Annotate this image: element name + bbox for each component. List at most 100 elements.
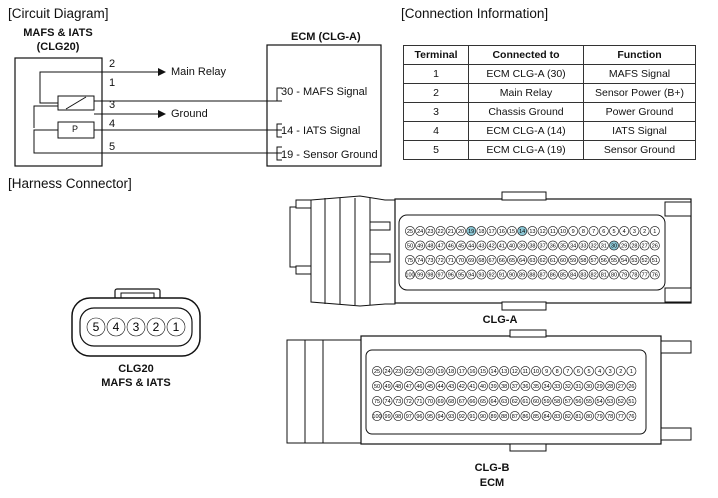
ecm-pin (639, 240, 650, 251)
ecm-pin (415, 226, 426, 236)
ecm-pin-14: 14 - IATS Signal (281, 125, 361, 137)
ecm-pin (541, 411, 552, 421)
ecm-pin-number: 26 (628, 384, 634, 390)
ecm-pin-number: 58 (580, 258, 586, 264)
ecm-pin-number: 8 (582, 229, 585, 235)
ecm-pin-number: 98 (395, 414, 401, 420)
clg20-pin-number: 5 (93, 320, 100, 334)
ecm-pin-number: 39 (491, 384, 497, 390)
ecm-pin-number: 59 (544, 399, 550, 405)
ecm-pin (558, 255, 568, 265)
ecm-pin-number: 83 (580, 272, 586, 278)
ecm-pin (509, 381, 520, 391)
ecm-pin (520, 396, 531, 406)
ecm-pin (629, 226, 640, 236)
ecm-pin (537, 240, 548, 251)
ecm-pin-number: 100 (372, 414, 381, 420)
ecm-pin-number: 100 (405, 272, 414, 278)
ecm-pin-number: 94 (438, 414, 444, 420)
ecm-pin-number: 87 (512, 414, 518, 420)
ecm-pin (393, 366, 404, 376)
clg20-pin (166, 317, 186, 337)
ecm-pin-number: 80 (611, 272, 617, 278)
ecm-pin (562, 411, 573, 421)
ecm-pin (588, 226, 599, 236)
ecm-pin-number: 17 (489, 229, 495, 235)
ecm-pin (562, 366, 573, 376)
ecm-pin-number: 42 (459, 384, 465, 390)
ecm-pin-number: 48 (427, 243, 433, 249)
ecm-pin (578, 255, 589, 265)
ecm-pin-number: 17 (459, 369, 465, 375)
ecm-pin-number: 36 (550, 243, 556, 249)
ecm-pin (446, 381, 457, 391)
ecm-pin-number: 55 (586, 399, 592, 405)
ecm-pin-number: 4 (623, 229, 626, 235)
ecm-pin-number: 25 (407, 229, 413, 235)
ecm-pin-number: 96 (416, 414, 422, 420)
ecm-pin (435, 396, 446, 406)
ecm-pin-number: 6 (577, 369, 580, 375)
ecm-pin (425, 240, 436, 251)
ecm-pin (562, 396, 573, 406)
clg20-pin (106, 317, 126, 337)
ecm-pin-number: 43 (448, 384, 454, 390)
ecm-pin (425, 411, 435, 421)
ecm-pin-number: 65 (509, 258, 515, 264)
ecm-pin (496, 240, 507, 251)
ecm-pin (578, 269, 589, 280)
ecm-pin (372, 396, 382, 406)
sensor-p-label: P (72, 124, 79, 134)
ecm-pin (372, 366, 382, 376)
ecm-pin (626, 396, 637, 406)
ecm-pin-number: 33 (554, 384, 560, 390)
ecm-pin (405, 226, 415, 236)
ecm-pin (507, 226, 517, 236)
ecm-pin-number: 89 (519, 272, 525, 278)
ecm-pin (588, 240, 599, 251)
ecm-pin-number: 6 (602, 229, 605, 235)
clg20-pin-number: 4 (113, 320, 120, 334)
ecm-pin-number: 78 (607, 414, 613, 420)
ecm-pin-number: 60 (533, 399, 539, 405)
ecm-pin-number: 25 (374, 369, 380, 375)
ecm-pin (578, 240, 589, 251)
ecm-pin (425, 381, 435, 391)
ecm-pin (499, 381, 510, 391)
ecm-pin (486, 226, 497, 236)
ecm-pin-number: 26 (652, 243, 658, 249)
ecm-pin-number: 11 (523, 369, 529, 375)
ecm-pin-number: 50 (407, 243, 413, 249)
ecm-pin (372, 411, 382, 421)
ecm-pin-number: 49 (385, 384, 391, 390)
ecm-pin (594, 366, 605, 376)
ecm-pin-number: 31 (601, 243, 607, 249)
table-row: 1 ECM CLG-A (30) MAFS Signal (403, 64, 696, 84)
ecm-pin (499, 396, 510, 406)
ecm-pin-number: 12 (540, 229, 546, 235)
ecm-pin-number: 8 (556, 369, 559, 375)
ecm-pin (456, 381, 467, 391)
ecm-pin-number: 66 (469, 399, 475, 405)
ecm-pin (507, 240, 517, 251)
ecm-pin-number: 72 (438, 258, 444, 264)
ecm-pin (619, 240, 630, 251)
ecm-pin-number: 54 (597, 399, 603, 405)
ecm-pin-number: 82 (565, 414, 571, 420)
ecm-pin (476, 269, 487, 280)
ecm-pin (393, 381, 404, 391)
ecm-pin (615, 396, 626, 406)
clg20-pin-number: 2 (153, 320, 160, 334)
ecm-pin-number: 3 (633, 229, 636, 235)
ecm-pin (598, 226, 609, 236)
ecm-pin (403, 411, 414, 421)
ecm-pin (425, 366, 435, 376)
ecm-pin (552, 381, 563, 391)
ecm-pin-number: 28 (631, 243, 637, 249)
ecm-pin (415, 240, 426, 251)
ecm-pin-number: 71 (448, 258, 454, 264)
ecm-pin (598, 240, 609, 251)
ecm-pin-number: 96 (448, 272, 454, 278)
ecm-pin (456, 366, 467, 376)
